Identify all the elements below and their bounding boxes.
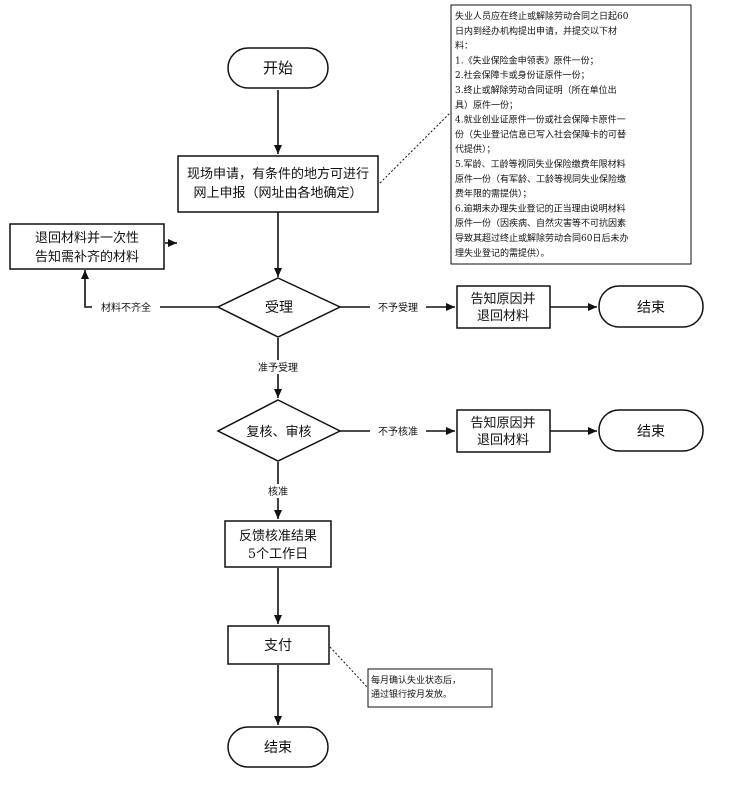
feedback-line1: 反馈核准结果 [239, 529, 317, 544]
notify1-line1: 告知原因并 [470, 291, 535, 307]
apply-box: 现场申请，有条件的地方可进行 网上申报（网址由各地确定） [177, 155, 379, 213]
note_top-line: 原件一份（有军龄、工龄等视同失业保险缴 [455, 173, 626, 185]
note-bottom: 每月确认失业状态后， 通过银行按月发放。 [367, 668, 493, 708]
notify2-line1: 告知原因并 [470, 415, 535, 431]
end-node-2: 结束 [598, 409, 704, 452]
edge-label-not-accept: 不予受理 [378, 302, 418, 314]
edge-label-incomplete: 材料不齐全 [101, 301, 151, 314]
note_bottom-line: 通过银行按月发放。 [371, 688, 452, 700]
return-line1: 退回材料并一次性 [35, 230, 139, 246]
notify-reject-box-1: 告知原因并 退回材料 [456, 285, 551, 329]
end3-label: 结束 [264, 740, 292, 756]
note_top-line: 具）原件一份； [455, 99, 518, 111]
end1-label: 结束 [637, 300, 665, 316]
note_top-line: 失业人员应在终止或解除劳动合同之日起60 [455, 10, 629, 22]
notify1-line2: 退回材料 [477, 309, 529, 324]
accept-label: 受理 [265, 300, 293, 316]
start-label: 开始 [263, 59, 293, 77]
note_top-line: 3.终止或解除劳动合同证明（所在单位出 [455, 84, 617, 96]
apply-line2: 网上申报（网址由各地确定） [193, 185, 362, 201]
note_top-line: 理失业登记的需提供）。 [455, 247, 550, 259]
feedback-box: 反馈核准结果 5个工作日 [224, 520, 332, 568]
note_top-line: 4.就业创业证原件一份或社会保障卡原件一 [455, 114, 626, 126]
end-node-1: 结束 [598, 285, 704, 328]
note_top-line: 导致其超过终止或解除劳动合同60日后未办 [455, 232, 628, 244]
return-materials-box: 退回材料并一次性 告知需补齐的材料 [9, 223, 165, 270]
note_top-line: 料： [455, 40, 473, 52]
note_top-line: 1.《失业保险金申领表》原件一份； [455, 54, 599, 66]
note-bottom-leader [329, 646, 369, 689]
note_top-line: 原件一份（因疾病、自然灾害等不可抗因素 [455, 217, 626, 229]
payment-box: 支付 [227, 625, 330, 665]
end-node-3: 结束 [227, 726, 329, 768]
note_top-line: 2.社会保障卡或身份证原件一份； [455, 69, 590, 81]
note_top-line: 5.军龄、工龄等视同失业保险缴费年限材料 [455, 158, 626, 170]
note_top-line: 日内到经办机构提出申请，并提交以下材 [455, 25, 617, 37]
end2-label: 结束 [637, 424, 665, 440]
return-line2: 告知需补齐的材料 [35, 249, 139, 265]
arrow-accept-to-return [81, 270, 218, 308]
edge-label-accepted: 准予受理 [258, 362, 298, 374]
note_top-line: 费年限的需提供）； [455, 188, 532, 200]
edge-label-approved: 核准 [268, 485, 288, 498]
note_top-line: 6.逾期未办理失业登记的正当理由说明材料 [455, 202, 626, 214]
notify2-line2: 退回材料 [477, 433, 529, 448]
note_top-line: 代提供）； [455, 143, 496, 155]
review-decision: 复核、审核 [216, 399, 342, 462]
note-top: 失业人员应在终止或解除劳动合同之日起60 日内到经办机构提出申请，并提交以下材料：… [450, 4, 692, 265]
note-top-leader [379, 111, 452, 184]
payment-label: 支付 [264, 638, 292, 654]
review-label: 复核、审核 [246, 425, 311, 440]
accept-decision: 受理 [216, 277, 342, 338]
apply-line1: 现场申请，有条件的地方可进行 [187, 166, 369, 182]
note_top-line: 份（失业登记信息已写入社会保障卡的可替 [455, 128, 626, 140]
edge-label-not-approve: 不予核准 [378, 425, 418, 438]
notify-reject-box-2: 告知原因并 退回材料 [456, 409, 551, 453]
note_bottom-line: 每月确认失业状态后， [371, 674, 461, 686]
start-node: 开始 [227, 47, 329, 89]
feedback-line2: 5个工作日 [248, 547, 308, 562]
